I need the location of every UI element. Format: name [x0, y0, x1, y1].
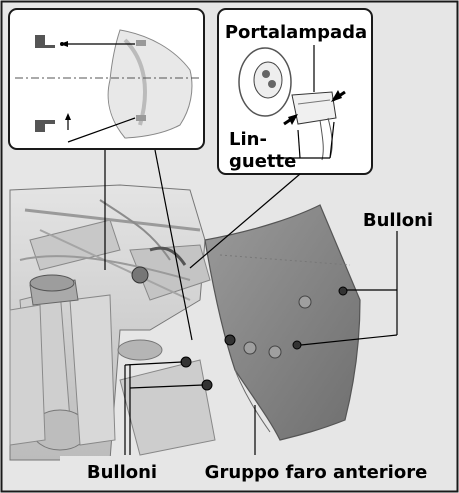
tabs-label-line1: Lin-	[229, 129, 267, 150]
tabs-label-line2: guette	[229, 151, 296, 172]
bolts-right-label: Bulloni	[363, 210, 433, 231]
bolts-bottom-label: Bulloni	[87, 462, 157, 483]
headlight-assembly-label: Gruppo faro anteriore	[205, 462, 428, 483]
lens-detail-inset	[9, 9, 204, 149]
lamp-holder-label: Portalampada	[225, 22, 367, 43]
